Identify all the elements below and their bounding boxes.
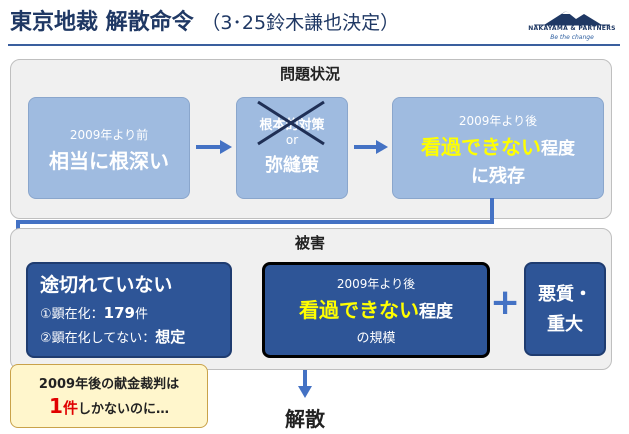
- overlook-degree-text: 看過できない程度: [421, 135, 575, 159]
- remaining-text: に残存: [471, 166, 525, 187]
- callout-line2: 1件しかないのに…: [49, 394, 169, 418]
- title-subtitle: （3･25鈴木謙也決定）: [201, 12, 400, 34]
- before-2009-label: 2009年より前: [69, 128, 149, 142]
- continuing-damage-box: 途切れていない ①顕在化：179件 ②顕在化してない：想定: [26, 262, 232, 358]
- dissolution-text: 解散: [285, 407, 325, 431]
- malicious-text: 悪質・: [538, 284, 592, 305]
- overlook-scale-box: 2009年より後 看過できない程度 の規模: [262, 262, 490, 358]
- continuing-title: 途切れていない: [40, 274, 173, 296]
- header-divider: [8, 44, 620, 46]
- callout-line1: 2009年後の献金裁判は: [38, 377, 180, 392]
- after-2009-box: 2009年より後 看過できない程度 に残存: [392, 97, 604, 199]
- malicious-serious-box: 悪質・ 重大: [524, 262, 606, 356]
- lawsuit-callout: 2009年後の献金裁判は 1件しかないのに…: [10, 364, 208, 428]
- after-2009-label-2: 2009年より後: [336, 277, 416, 291]
- arrow-box2-to-box3: [354, 140, 388, 154]
- title-main: 東京地裁 解散命令: [10, 10, 194, 35]
- overlook-degree-text-2: 看過できない程度: [299, 298, 453, 322]
- problem-panel-label: 問題状況: [279, 65, 340, 83]
- scale-text: の規模: [356, 331, 396, 346]
- plus-sign: +: [490, 282, 521, 323]
- mountain-logo-icon: [534, 11, 610, 26]
- serious-text: 重大: [547, 314, 583, 335]
- after-2009-label: 2009年より後: [458, 114, 538, 128]
- logo-tagline: Be the change: [550, 34, 594, 41]
- arrow-to-conclusion: [298, 369, 312, 398]
- or-text: or: [285, 133, 299, 147]
- logo-name: NAKAYAMA & PARTNERS: [528, 25, 616, 32]
- page-title: 東京地裁 解散命令 （3･25鈴木謙也決定）: [10, 4, 399, 36]
- cross-out-icon: [257, 100, 325, 146]
- unmanifested-estimate: ②顕在化してない：想定: [40, 328, 186, 346]
- before-2009-box: 2009年より前 相当に根深い: [28, 97, 190, 199]
- fundamental-measure-text: 根本的対策: [259, 118, 325, 133]
- arrow-box1-to-box2: [196, 140, 232, 154]
- stopgap-text: 弥縫策: [265, 155, 319, 176]
- damage-panel-label: 被害: [294, 234, 325, 252]
- countermeasure-box: 根本的対策 or 弥縫策: [236, 97, 348, 199]
- deep-rooted-text: 相当に根深い: [49, 149, 169, 173]
- manifested-count: ①顕在化：179件: [40, 304, 148, 322]
- company-logo: NAKAYAMA & PARTNERS Be the change: [522, 8, 622, 44]
